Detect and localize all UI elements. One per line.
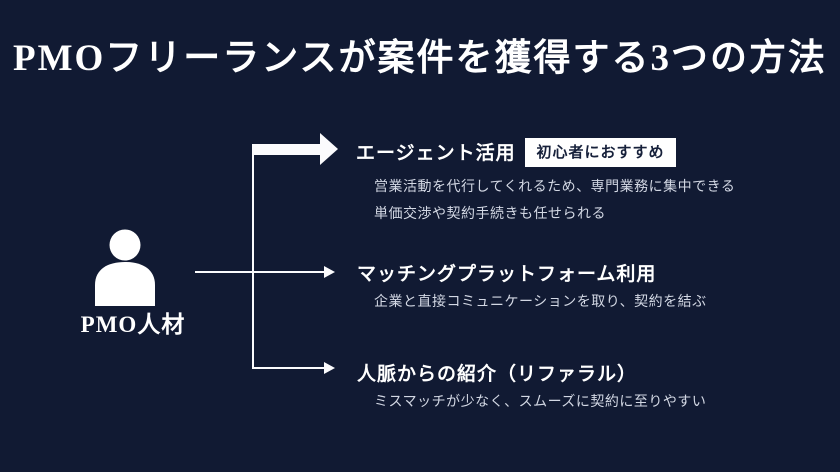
- arrow-platform-head-icon: [324, 266, 335, 278]
- page-title: PMOフリーランスが案件を獲得する3つの方法: [12, 38, 828, 79]
- arrow-agent-head-icon: [320, 133, 338, 165]
- branch-agent-heading: エージェント活用: [356, 143, 516, 164]
- beginner-recommended-badge: 初心者におすすめ: [525, 138, 676, 167]
- connector-bottom-line: [252, 367, 325, 369]
- branch-referral-description-1: ミスマッチが少なく、スムーズに契約に至りやすい: [374, 395, 707, 410]
- source-label: PMO人材: [80, 312, 186, 337]
- arrow-agent-shaft: [252, 144, 320, 155]
- branch-platform-description-1: 企業と直接コミュニケーションを取り、契約を結ぶ: [374, 295, 707, 310]
- person-icon: [93, 228, 157, 306]
- branch-platform-heading: マッチングプラットフォーム利用: [357, 264, 657, 285]
- branch-referral-heading: 人脈からの紹介（リファラル）: [357, 364, 638, 385]
- branch-agent-description-2: 単価交渉や契約手続きも任せられる: [374, 207, 606, 222]
- connector-middle-line: [195, 271, 325, 273]
- branch-agent-description-1: 営業活動を代行してくれるため、専門業務に集中できる: [374, 180, 736, 195]
- arrow-referral-head-icon: [324, 362, 335, 374]
- connector-vertical-line: [252, 152, 254, 369]
